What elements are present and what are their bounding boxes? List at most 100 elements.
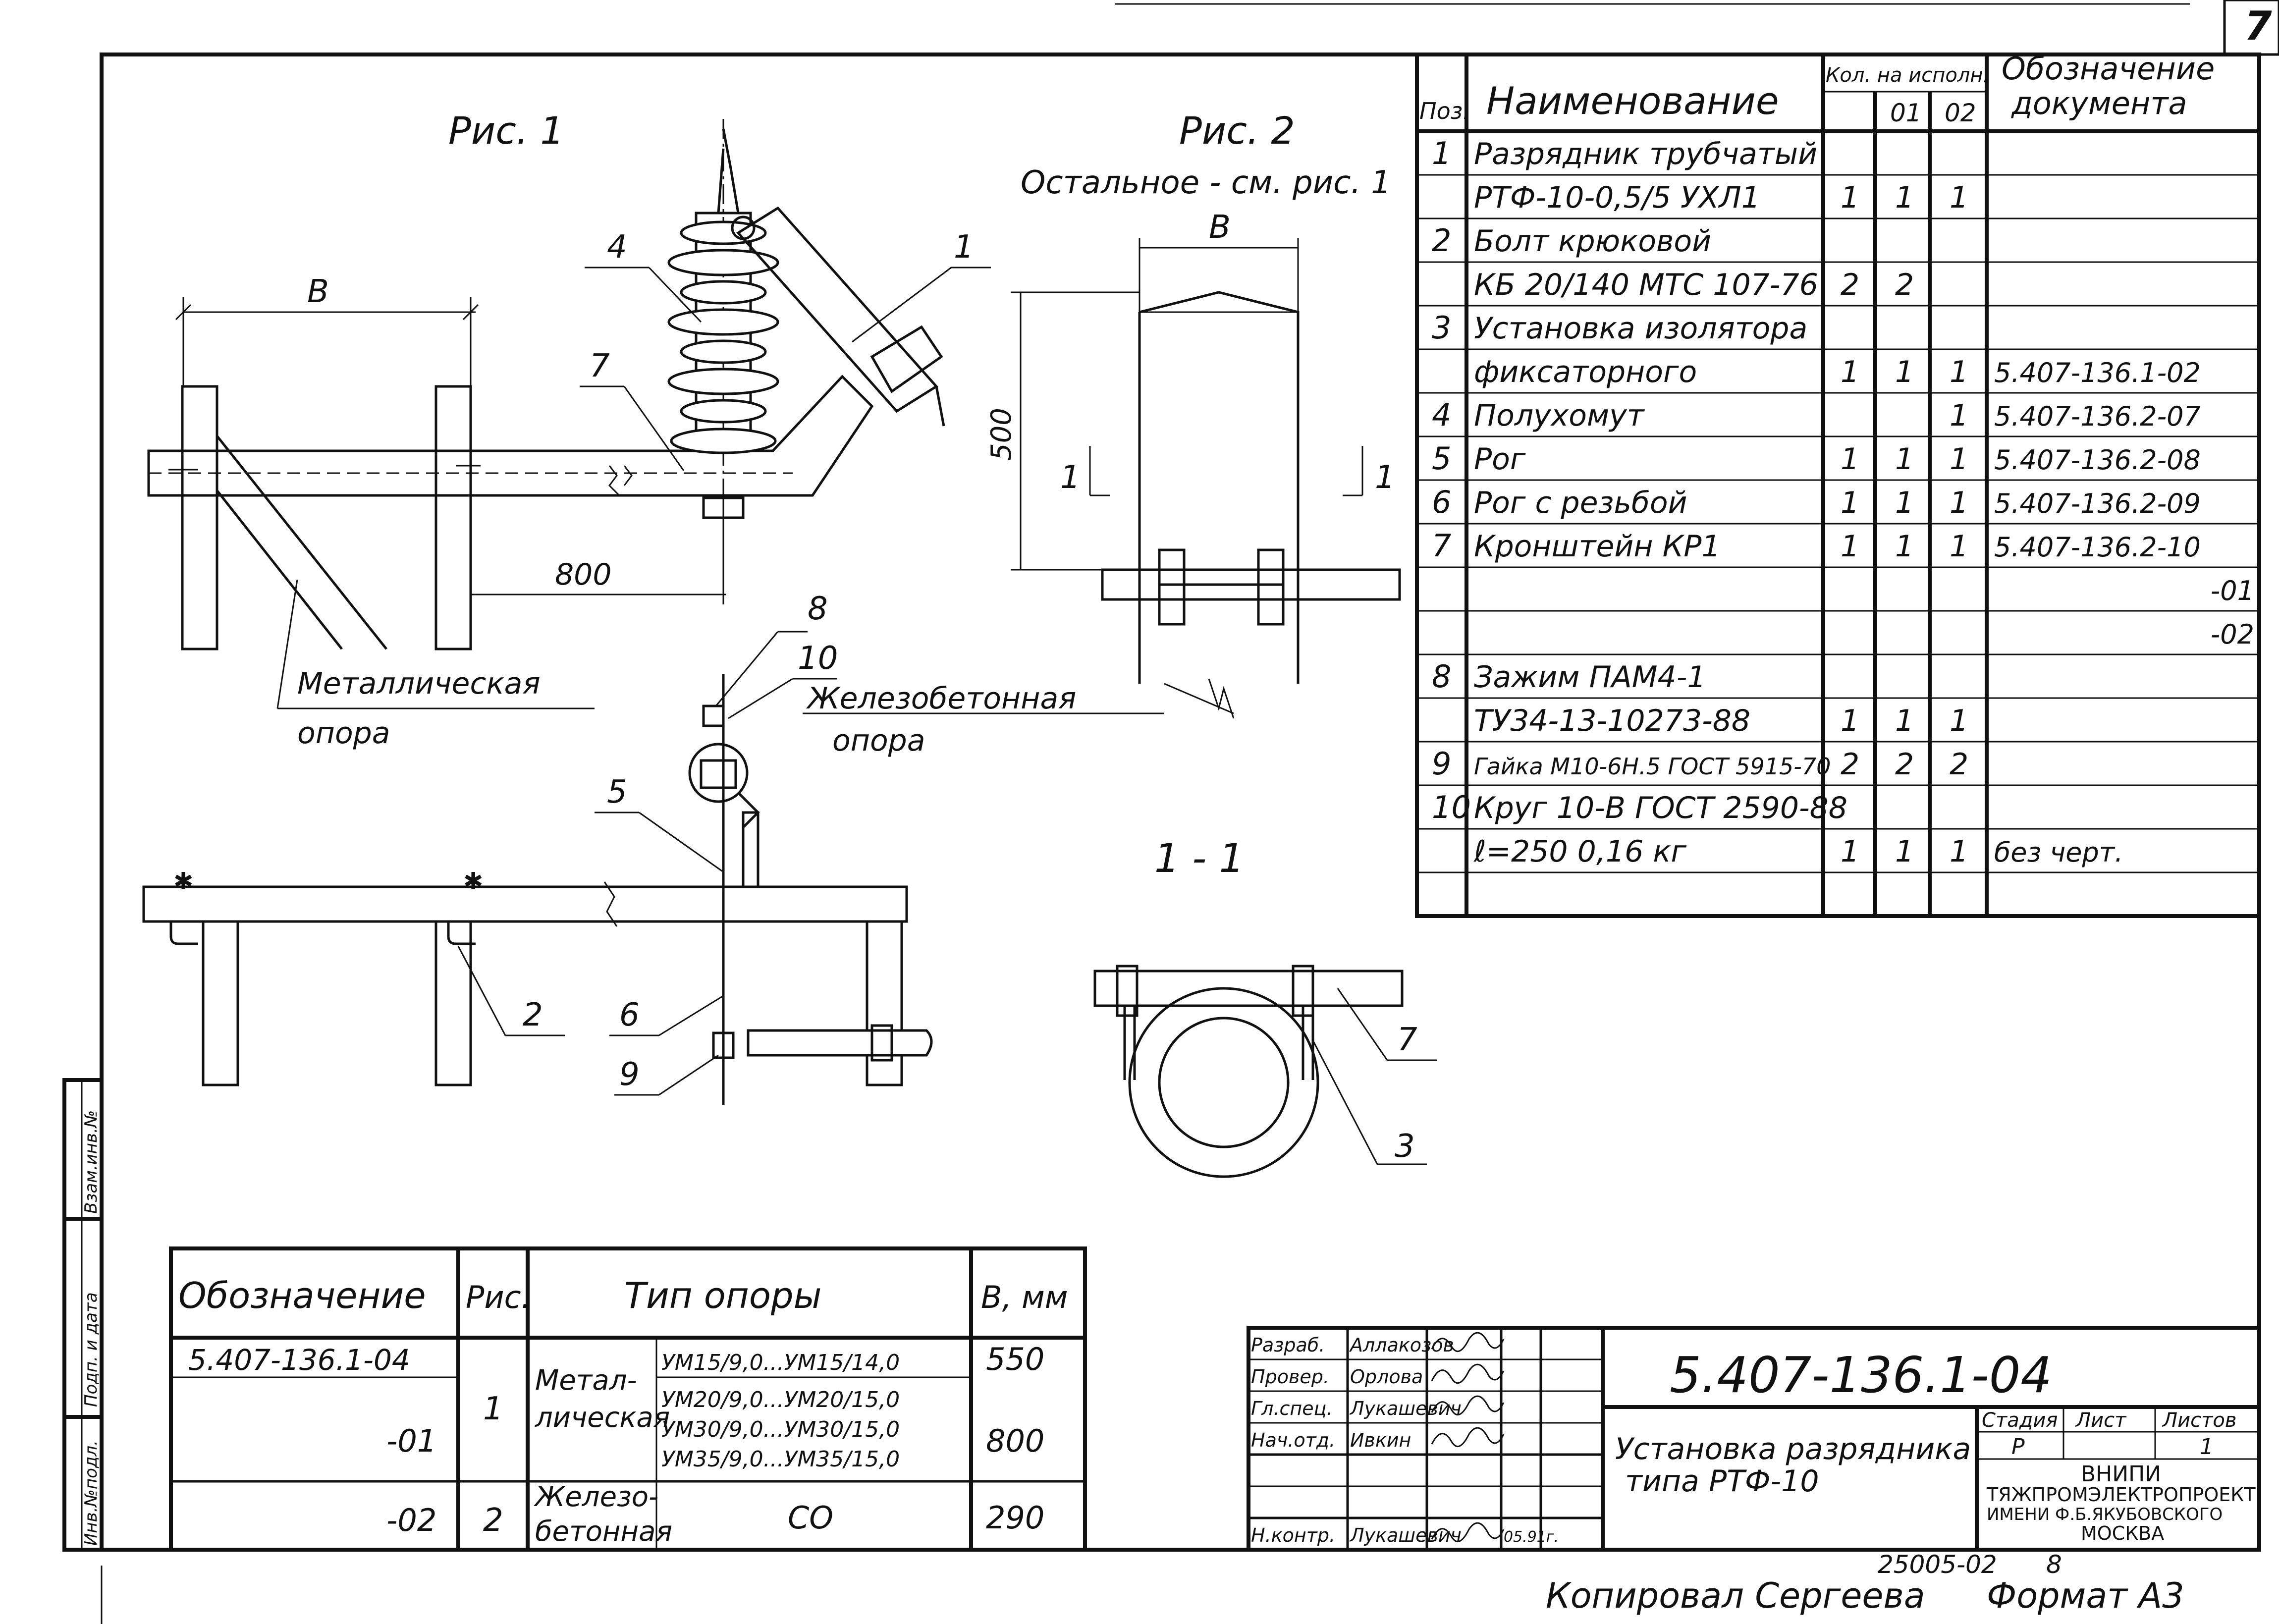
spec-q0: 1 [1841,834,1859,869]
callout-4: 4 [607,229,627,266]
spec-name: Рог [1474,442,1526,477]
spec-doc: 5.407-136.2-09 [1994,488,2201,519]
callout-8: 8 [808,591,828,627]
fig2-dim-500: 500 [985,408,1018,461]
tb-org-2: ТЯЖПРОМЭЛЕКТРОПРОЕКТ [1986,1484,2256,1506]
support-row-3-designation: -02 [386,1502,436,1538]
spec-name: Установка изолятора [1474,311,1807,346]
support-row-2-b: 800 [986,1423,1044,1459]
spec-q0: 1 [1841,486,1859,520]
spec-pos: 1 [1432,135,1451,171]
spec-header-pos: Поз. [1419,98,1470,124]
spec-pos: 6 [1432,484,1451,520]
callout-10: 10 [798,640,838,677]
spec-pos: 9 [1432,746,1451,782]
spec-q0: 2 [1841,747,1859,782]
tb-person: Лукашевич [1349,1524,1462,1546]
spec-q0: 1 [1841,529,1859,564]
spec-q0: 2 [1841,268,1859,302]
fig1-dim-b: В [307,273,329,310]
spec-doc: -02 [2211,619,2254,650]
tb-person: Лукашевич [1349,1398,1462,1419]
support-header-type: Тип опоры [624,1275,821,1316]
spec-name: Кронштейн КР1 [1474,529,1721,564]
spec-pos: 3 [1432,310,1451,346]
spec-header-doc-1: Обозначение [2002,51,2215,87]
tb-stage: Р [2011,1434,2025,1460]
tb-role: Нач.отд. [1251,1429,1335,1451]
spec-q2: 1 [1950,180,1968,215]
support-row-3-type: Железо-бетонная [534,1481,672,1548]
spec-pos: 8 [1432,658,1451,695]
signature [1431,1522,1505,1543]
callout-9: 9 [619,1056,640,1093]
spec-name: Круг 10-В ГОСТ 2590-88 [1474,791,1847,825]
spec-pos: 7 [1432,528,1451,564]
support-row-1-b: 550 [986,1341,1044,1377]
spec-doc: 5.407-136.2-10 [1994,532,2201,563]
spec-doc: 5.407-136.2-08 [1994,444,2201,476]
support-row-3-fig: 2 [483,1502,503,1539]
tb-sheet-label: Лист [2075,1409,2127,1432]
signature [1431,1395,1505,1416]
support-header-fig: Рис. [466,1279,531,1315]
tb-stage-label: Стадия [1982,1409,2058,1432]
spec-name: Болт крюковой [1474,224,1711,259]
spec-q1: 1 [1895,355,1914,389]
footer-archive-sheet: 8 [2046,1550,2062,1579]
bracket-plan-view: ✱ ✱ 8 10 5 6 9 2 [142,591,933,1105]
spec-q1: 2 [1895,747,1914,782]
support-type-table: Обозначение Рис. Тип опоры В, мм 5.407-1… [169,1246,1087,1552]
stamp-sign: Подп. и дата [81,1292,101,1407]
spec-pos: 10 [1432,789,1471,825]
tb-role: Гл.спец. [1251,1398,1333,1419]
insulator-4 [667,119,779,595]
signature [1431,1363,1505,1384]
tb-person: Орлова [1350,1366,1423,1388]
tb-org-1: ВНИПИ [2081,1462,2161,1487]
spec-doc: без черт. [1994,837,2123,868]
spec-q1: 1 [1895,180,1914,215]
spec-header-v02: 02 [1945,99,1976,127]
fig1-title: Рис. 1 [448,108,564,153]
tb-role: Провер. [1251,1366,1329,1388]
support-row-3-range: СО [788,1500,833,1536]
fig2-title: Рис. 2 [1179,108,1295,153]
tb-title-line2: типа РТФ-10 [1625,1464,1819,1499]
tb-date: 05.91г. [1504,1528,1559,1546]
spec-pos: 5 [1432,440,1451,477]
callout-3: 3 [1395,1128,1415,1165]
callout-5: 5 [607,774,627,811]
figure-2: Рис. 2 Остальное - см. рис. 1 В 500 1 1 … [803,108,1401,758]
spec-name: ℓ=250 0,16 кг [1473,834,1687,869]
support-header-b: В, мм [981,1279,1068,1315]
callout-1: 1 [954,229,974,266]
spec-name: РТФ-10-0,5/5 УХЛ1 [1474,180,1760,215]
spec-name: Зажим ПАМ4-1 [1474,660,1706,695]
spec-q0: 1 [1841,355,1859,389]
spec-q0: 1 [1841,180,1859,215]
spec-q2: 1 [1950,486,1968,520]
spec-name: фиксаторного [1474,355,1697,389]
svg-text:✱: ✱ [173,867,193,895]
support-row-1-range: УМ15/9,0...УМ15/14,0 [661,1350,900,1375]
section-title: 1 - 1 [1154,835,1245,881]
fig2-support-label-1: Железобетонная [806,681,1076,716]
spec-name: Гайка М10-6Н.5 ГОСТ 5915-70 [1474,753,1831,780]
spec-name: КБ 20/140 МТС 107-76 [1474,268,1818,302]
callout-7: 7 [590,348,610,384]
stamp-inv: Инв.№подл. [81,1440,101,1546]
figure-1: Рис. 1 [147,108,991,751]
spec-q1: 1 [1895,442,1914,477]
spec-name: Рог с резьбой [1474,486,1687,520]
spec-q2: 1 [1950,355,1968,389]
section-1-1: 1 - 1 7 3 [1093,835,1437,1178]
footer-format: Формат А3 [1987,1575,2184,1616]
footer-archive-no: 25005-02 [1878,1550,1997,1579]
spec-header-doc-2: документа [2011,85,2187,121]
spec-q2: 1 [1950,442,1968,477]
arrester-1 [731,206,945,427]
tb-designation: 5.407-136.1-04 [1670,1346,2052,1404]
support-row-1-type: Метал-лическая [535,1364,670,1434]
